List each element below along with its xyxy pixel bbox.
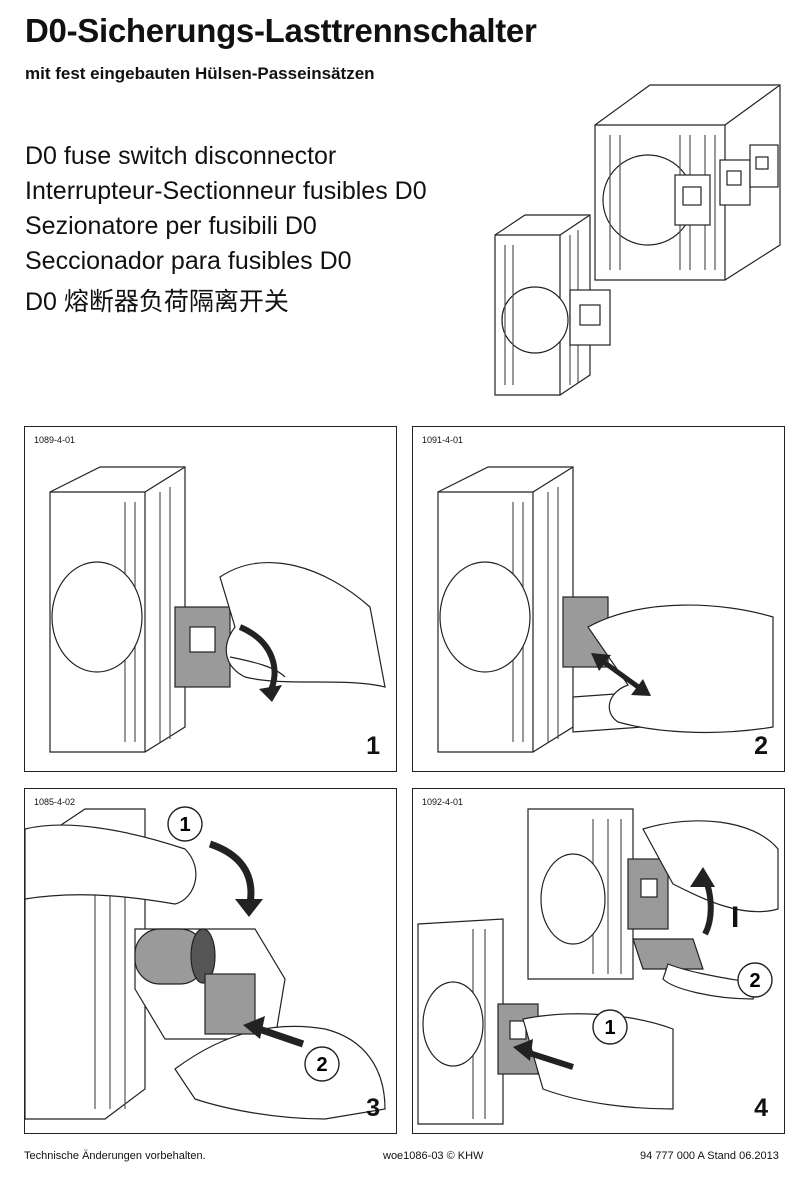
title-spanish: Seccionador para fusibles D0 — [25, 247, 352, 275]
figure-code: 1091-4-01 — [422, 435, 464, 445]
callout-label-1: 1 — [179, 814, 190, 836]
step-number: 1 — [366, 732, 380, 760]
title-french: Interrupteur-Sectionneur fusibles D0 — [25, 177, 427, 205]
title-italian: Sezionatore per fusibili D0 — [25, 212, 317, 240]
instruction-panel-3: 1 2 1085-4-02 3 — [24, 788, 397, 1134]
callout-circle-2 — [304, 1046, 340, 1082]
title-english: D0 fuse switch disconnector — [25, 142, 337, 170]
document-title: D0-Sicherungs-Lasttrennschalter — [25, 12, 537, 49]
step-1-illustration — [49, 466, 386, 753]
instruction-panel-1: 1089-4-01 1 — [24, 426, 397, 772]
footer-part-number: 94 777 000 A Stand 06.2013 — [640, 1150, 779, 1162]
callout-label-2: 2 — [316, 1054, 327, 1076]
step-2-illustration — [437, 466, 774, 753]
instruction-panel-4: I 1 2 1092-4-01 4 — [412, 788, 785, 1134]
callout-circle-2 — [737, 962, 773, 998]
product-illustration — [494, 84, 781, 396]
step-3-illustration: 1 2 — [25, 806, 386, 1120]
footer-document-code: woe1086-03 © KHW — [383, 1150, 484, 1162]
step-number: 2 — [754, 732, 768, 760]
position-mark: I — [731, 901, 739, 934]
footer-disclaimer: Technische Änderungen vorbehalten. — [24, 1150, 206, 1162]
figure-code: 1092-4-01 — [422, 797, 464, 807]
title-chinese: D0 熔断器负荷隔离开关 — [25, 288, 289, 316]
callout-label-1: 1 — [604, 1017, 615, 1039]
step-4-illustration: I 1 2 — [417, 808, 779, 1125]
instruction-panel-2: 1091-4-01 2 — [412, 426, 785, 772]
step-number: 4 — [754, 1094, 768, 1122]
callout-label-2: 2 — [749, 970, 760, 992]
document-subtitle: mit fest eingebauten Hülsen-Passeinsätze… — [25, 64, 375, 83]
callout-circle-1 — [592, 1009, 628, 1045]
callout-circle-1 — [167, 806, 203, 842]
figure-code: 1089-4-01 — [34, 435, 76, 445]
figure-code: 1085-4-02 — [34, 797, 76, 807]
step-number: 3 — [366, 1094, 380, 1122]
